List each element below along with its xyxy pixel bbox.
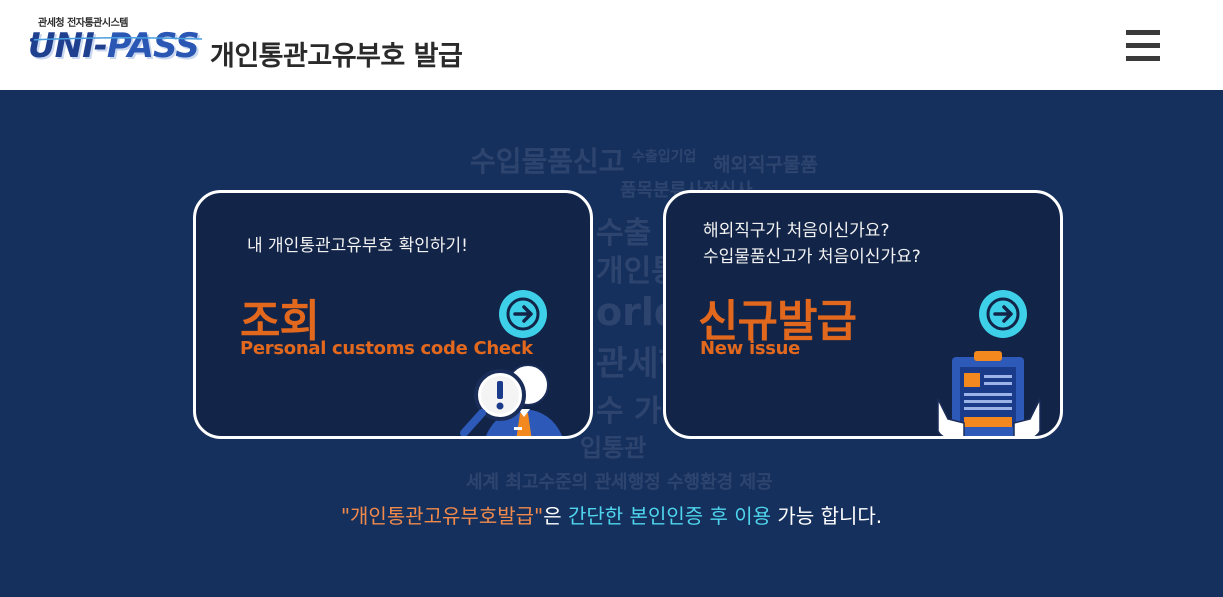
new-issue-card[interactable]: 해외직구가 처음이신가요? 수입물품신고가 처음이신가요? 신규발급 New i… xyxy=(663,190,1063,439)
usage-note: "개인통관고유부호발급"은 간단한 본인인증 후 이용 가능 합니다. xyxy=(0,500,1223,529)
note-ending: 가능 합니다. xyxy=(771,504,883,528)
check-code-card[interactable]: 내 개인통관고유부호 확인하기! 조회 Personal customs cod… xyxy=(193,190,593,439)
arrow-right-icon xyxy=(986,297,1020,331)
logo-wordmark: UNI-PASS xyxy=(28,26,200,66)
logo-uni: UNI- xyxy=(28,26,108,66)
logo-pass: PASS xyxy=(106,26,200,66)
note-highlight: 간단한 본인인증 후 이용 xyxy=(568,504,772,528)
check-card-description: 내 개인통관고유부호 확인하기! xyxy=(247,236,468,256)
bg-word: 세계 최고수준의 관세행정 수행환경 제공 xyxy=(466,472,773,493)
check-card-subtitle: Personal customs code Check xyxy=(240,338,533,359)
magnifier-inspector-icon xyxy=(460,364,563,436)
hamburger-menu-icon[interactable] xyxy=(1126,30,1162,66)
bg-word: 해외직구물품 xyxy=(713,154,818,176)
note-connector: 은 xyxy=(543,504,568,528)
clipboard-document-icon xyxy=(937,351,1041,436)
bg-word: 수출 xyxy=(596,216,652,251)
logo-swoosh-icon xyxy=(29,36,203,42)
page-title: 개인통관고유부호 발급 xyxy=(210,41,463,72)
logo-subtitle: 관세청 전자통관시스템 xyxy=(38,18,128,29)
issue-card-description-line2: 수입물품신고가 처음이신가요? xyxy=(703,247,921,267)
bg-word: 수출입기업 xyxy=(632,149,697,165)
issue-card-subtitle: New issue xyxy=(700,338,801,359)
note-service-name: "개인통관고유부호발급" xyxy=(340,504,544,528)
issue-arrow-button[interactable] xyxy=(979,290,1027,338)
unipass-logo[interactable]: 관세청 전자통관시스템 UNI-PASS xyxy=(28,14,204,76)
bg-word: 수입물품신고 xyxy=(470,145,625,178)
arrow-right-icon xyxy=(506,297,540,331)
check-card-title: 조회 xyxy=(240,296,320,347)
check-arrow-button[interactable] xyxy=(499,290,547,338)
issue-card-title: 신규발급 xyxy=(698,296,857,347)
bg-word: 수 가 xyxy=(596,394,662,429)
issue-card-description-line1: 해외직구가 처음이신가요? xyxy=(703,221,890,241)
bg-word: 입통관 xyxy=(580,434,647,462)
header: 관세청 전자통관시스템 UNI-PASS 개인통관고유부호 발급 xyxy=(0,0,1223,90)
